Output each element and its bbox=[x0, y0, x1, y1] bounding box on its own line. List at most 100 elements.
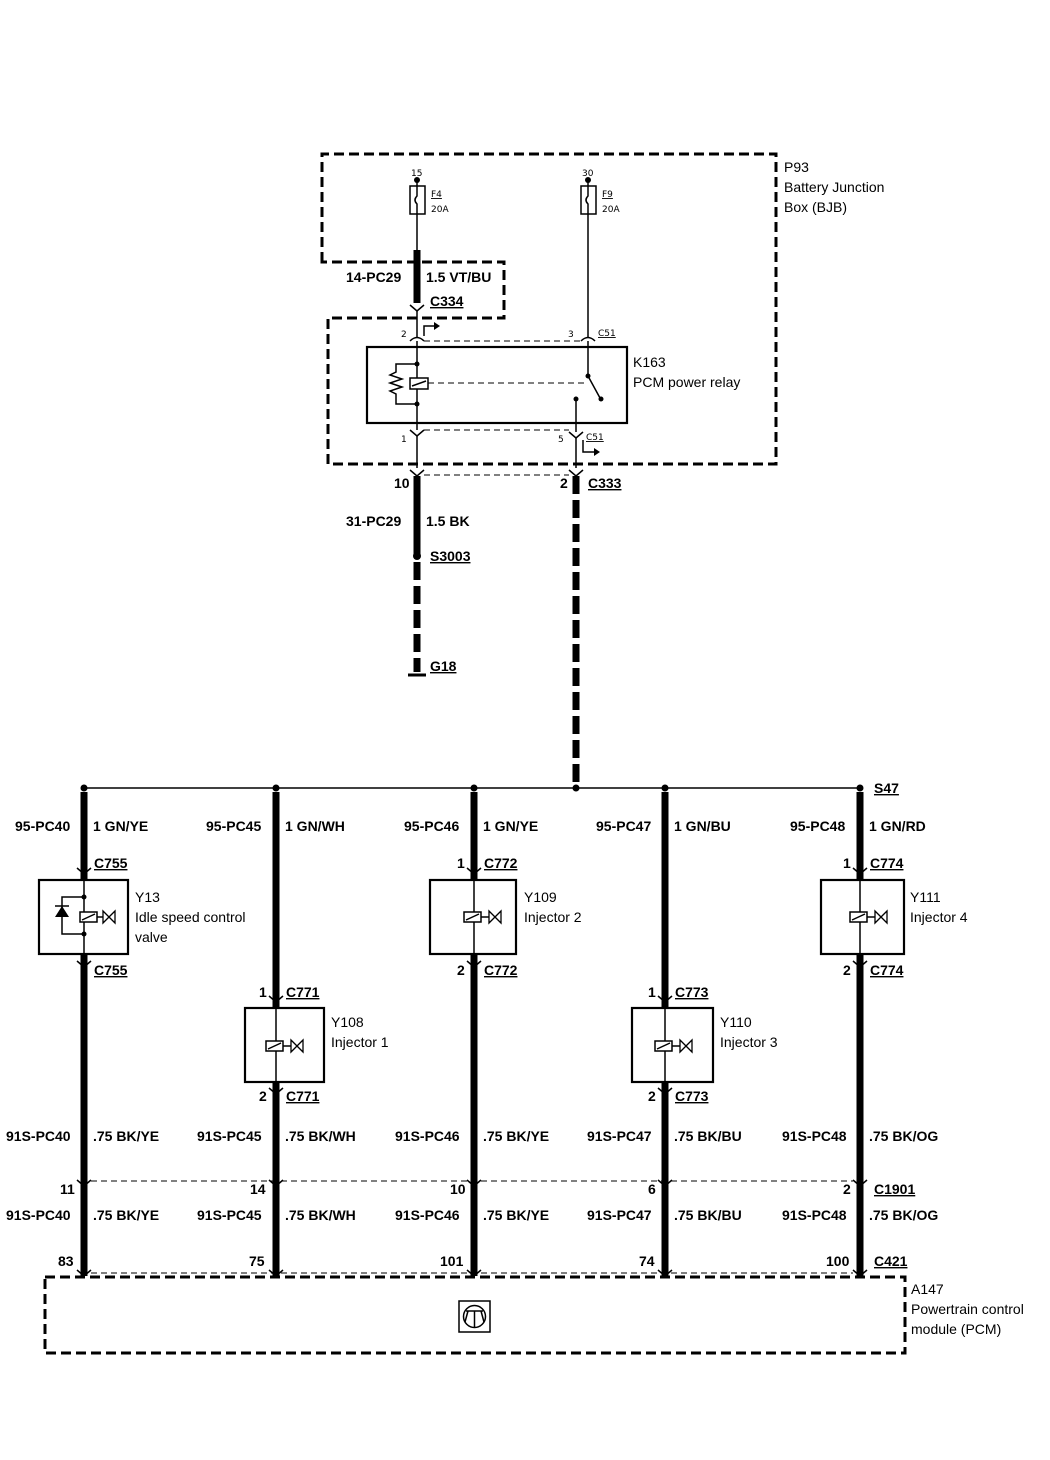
y109-valve bbox=[488, 909, 502, 925]
branch-4-pcm-circuit-lower: 91S-PC47 bbox=[587, 1207, 652, 1223]
relay-conn-bottom: C51 bbox=[586, 433, 604, 443]
component-y111: 1 C774 Y111 Injector 4 2 C774 bbox=[819, 855, 968, 978]
pcm-name: Powertrain control bbox=[911, 1301, 1024, 1317]
splice-s3003-label: S3003 bbox=[430, 548, 471, 564]
y13-valve bbox=[102, 909, 116, 925]
y13-id: Y13 bbox=[135, 889, 160, 905]
branch-4-pcm-spec-lower: .75 BK/BU bbox=[674, 1207, 742, 1223]
fuse-f4-id: F4 bbox=[431, 190, 442, 200]
ground-wire-circuit: 31-PC29 bbox=[346, 513, 401, 529]
branch-1-circuit: 95-PC40 bbox=[15, 818, 70, 834]
fuse-f4-rating: 20A bbox=[431, 205, 449, 215]
c421-pin-1: 83 bbox=[58, 1253, 74, 1269]
splice-s3003-dot bbox=[413, 552, 421, 560]
relay-pin1: 1 bbox=[401, 435, 407, 445]
relay-resistor bbox=[387, 363, 417, 405]
branch-2-pcm-circuit-lower: 91S-PC45 bbox=[197, 1207, 262, 1223]
relay-pin2-mark bbox=[409, 336, 425, 342]
y110-conn-bottom: C773 bbox=[675, 1088, 709, 1104]
relay-pin2: 2 bbox=[401, 330, 407, 340]
branch-2-spec: 1 GN/WH bbox=[285, 818, 345, 834]
branch-3-pcm-spec: .75 BK/YE bbox=[483, 1128, 549, 1144]
y110-name: Injector 3 bbox=[720, 1034, 778, 1050]
branch-3-circuit: 95-PC46 bbox=[404, 818, 459, 834]
pcm-outline bbox=[43, 1275, 907, 1355]
fuse-f9-element bbox=[585, 186, 589, 214]
c1901-pin-3: 10 bbox=[450, 1181, 466, 1197]
feed-wire-circuit: 14-PC29 bbox=[346, 269, 401, 285]
relay-switch-contact bbox=[587, 375, 601, 399]
branch-5-spec: 1 GN/RD bbox=[869, 818, 926, 834]
c421-connector: 83 75 101 74 100 C421 bbox=[58, 1253, 908, 1277]
y13-conn-top: C755 bbox=[94, 855, 128, 871]
component-y110: 1 C773 Y110 Injector 3 2 C773 bbox=[630, 984, 778, 1104]
component-y108: 1 C771 Y108 Injector 1 2 C771 bbox=[243, 984, 389, 1104]
branch-1-pcm-circuit-lower: 91S-PC40 bbox=[6, 1207, 71, 1223]
c1901-label: C1901 bbox=[874, 1181, 915, 1197]
branch-5-circuit: 95-PC48 bbox=[790, 818, 845, 834]
y108-pin-bottom: 2 bbox=[259, 1088, 267, 1104]
branch-5-pcm-spec: .75 BK/OG bbox=[869, 1128, 938, 1144]
y110-pin-top: 1 bbox=[648, 984, 656, 1000]
branch-4-circuit: 95-PC47 bbox=[596, 818, 651, 834]
c1901-pin-1: 11 bbox=[60, 1181, 75, 1197]
bjb-name: Battery Junction bbox=[784, 179, 884, 195]
y110-id: Y110 bbox=[720, 1014, 752, 1030]
c421-pin-3: 101 bbox=[440, 1253, 464, 1269]
y109-id: Y109 bbox=[524, 889, 557, 905]
relay-pin1-mark bbox=[409, 429, 425, 437]
c421-pin-2: 75 bbox=[249, 1253, 265, 1269]
y111-pin-bottom: 2 bbox=[843, 962, 851, 978]
y13-name2: valve bbox=[135, 929, 168, 945]
y111-valve bbox=[874, 909, 888, 925]
y108-pin-top: 1 bbox=[259, 984, 267, 1000]
y109-pin-top: 1 bbox=[457, 855, 465, 871]
y110-valve bbox=[679, 1038, 693, 1054]
component-y109: 1 C772 Y109 Injector 2 2 C772 bbox=[428, 855, 582, 978]
fuse-f9-terminal: 30 bbox=[582, 169, 594, 179]
y108-conn-top: C771 bbox=[286, 984, 320, 1000]
branch-3-spec: 1 GN/YE bbox=[483, 818, 538, 834]
feed-wire-spec: 1.5 VT/BU bbox=[426, 269, 491, 285]
fuse-f4: 15 F4 20A bbox=[409, 169, 449, 215]
y109-pin-bottom: 2 bbox=[457, 962, 465, 978]
fuse-f9-rating: 20A bbox=[602, 205, 620, 215]
y108-body bbox=[243, 1006, 326, 1084]
battery-junction-box: P93 Battery Junction Box (BJB) bbox=[320, 152, 884, 466]
c1901-connector: 11 14 10 6 2 C1901 bbox=[60, 1179, 915, 1197]
relay-top-arrow bbox=[423, 325, 438, 336]
y111-pin-top: 1 bbox=[843, 855, 851, 871]
y13-name: Idle speed control bbox=[135, 909, 246, 925]
relay-pin5: 5 bbox=[558, 435, 564, 445]
y108-conn-bottom: C771 bbox=[286, 1088, 320, 1104]
relay-name: PCM power relay bbox=[633, 374, 740, 390]
c333-pin-left: 10 bbox=[394, 475, 410, 491]
relay-conn-top: C51 bbox=[598, 329, 616, 339]
fuse-f9-id: F9 bbox=[602, 190, 613, 200]
y108-id: Y108 bbox=[331, 1014, 364, 1030]
relay-pin5-mark bbox=[568, 431, 584, 439]
fuse-f9: 30 F9 20A bbox=[580, 169, 620, 215]
branch-2-circuit: 95-PC45 bbox=[206, 818, 261, 834]
fuse-f4-terminal: 15 bbox=[411, 169, 422, 179]
relay-pin3: 3 bbox=[568, 330, 574, 340]
relay-id: K163 bbox=[633, 354, 666, 370]
relay-bottom-arrow bbox=[582, 440, 598, 453]
y111-conn-bottom: C774 bbox=[870, 962, 904, 978]
s47-label: S47 bbox=[874, 780, 899, 796]
relay-pin3-mark bbox=[580, 336, 596, 342]
y111-name: Injector 4 bbox=[910, 909, 968, 925]
y108-valve bbox=[290, 1038, 304, 1054]
branch-2-pcm-circuit: 91S-PC45 bbox=[197, 1128, 262, 1144]
bjb-outline bbox=[320, 152, 778, 466]
c333-label: C333 bbox=[588, 475, 622, 491]
c1901-pin-5: 2 bbox=[843, 1181, 851, 1197]
c1901-pin-4: 6 bbox=[648, 1181, 656, 1197]
c1901-pin-2: 14 bbox=[250, 1181, 266, 1197]
pcm-id: A147 bbox=[911, 1281, 944, 1297]
branch-1-pcm-spec: .75 BK/YE bbox=[93, 1128, 159, 1144]
component-y13: C755 Y13 Idle speed control valve C755 bbox=[37, 855, 246, 978]
bjb-name2: Box (BJB) bbox=[784, 199, 847, 215]
y111-conn-top: C774 bbox=[870, 855, 904, 871]
